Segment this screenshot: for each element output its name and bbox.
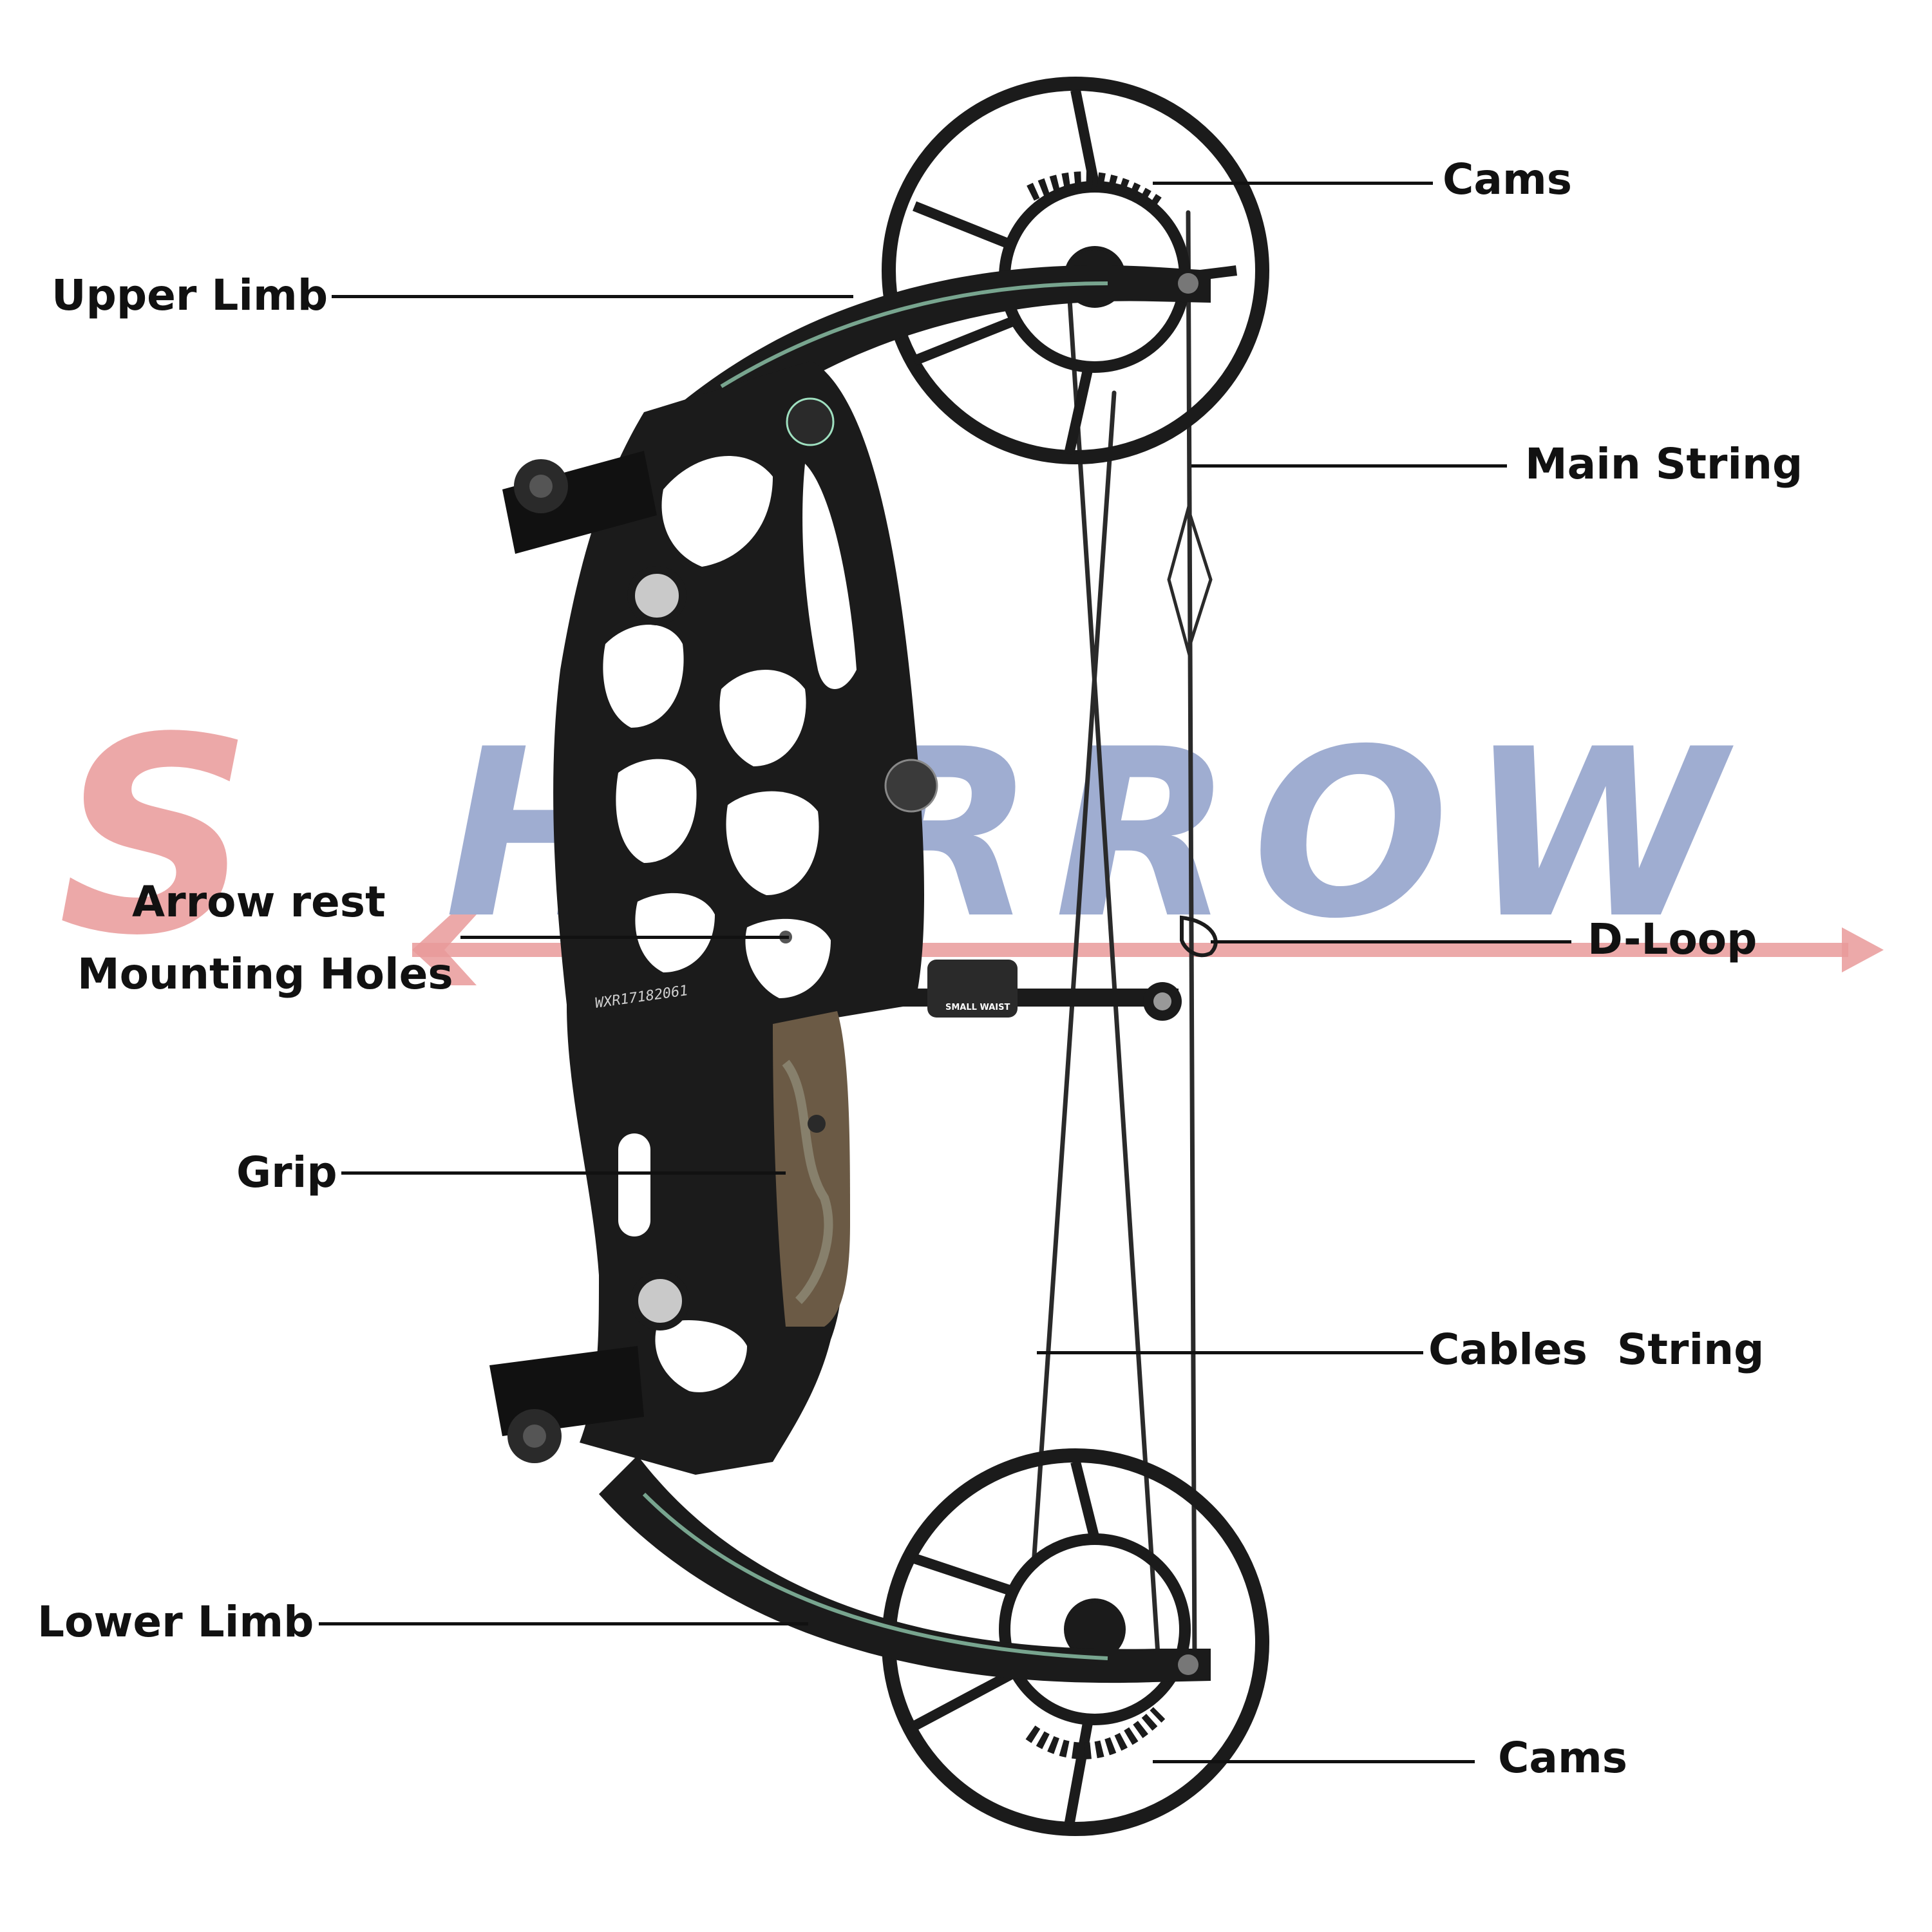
leader-lower-limb xyxy=(319,1622,808,1625)
leader-cams-bottom xyxy=(1153,1760,1475,1763)
watermark-arrow-tail xyxy=(412,914,477,985)
upper-logo-medallion xyxy=(786,397,835,446)
top-cam-wheel xyxy=(882,77,1269,464)
rest-plate: SMALL WAIST xyxy=(902,960,1182,1021)
small-waist-plate xyxy=(927,960,1018,1018)
label-arrow-rest-line2: Mounting Holes xyxy=(77,949,453,999)
lower-bushing xyxy=(630,1271,690,1331)
label-arrow-rest-line1: Arrow rest xyxy=(132,877,386,927)
leader-arrow-rest xyxy=(460,936,789,939)
plate-brand: SMALL WAIST xyxy=(945,1003,1010,1012)
strings xyxy=(1031,210,1213,1677)
label-lower-limb: Lower Limb xyxy=(37,1597,314,1647)
watermark-arrow-head xyxy=(1842,927,1884,972)
lower-limb xyxy=(599,1455,1211,1683)
label-upper-limb: Upper Limb xyxy=(52,270,328,320)
leader-cams-top xyxy=(1153,182,1433,185)
label-d-loop: D-Loop xyxy=(1587,914,1757,964)
label-cables-string: Cables String xyxy=(1428,1325,1765,1374)
cable-string-a xyxy=(1066,287,1162,1677)
upper-limb-pocket xyxy=(502,451,657,554)
main-string xyxy=(1186,210,1197,1664)
leader-cables-string xyxy=(1037,1351,1423,1354)
watermark-letter-s: S xyxy=(58,680,253,995)
riser xyxy=(489,361,938,1475)
leader-d-loop xyxy=(1211,940,1571,943)
leader-main-string xyxy=(1191,464,1507,468)
string-serving xyxy=(1167,503,1213,656)
label-main-string: Main String xyxy=(1525,439,1803,489)
label-cams-top: Cams xyxy=(1443,155,1573,204)
upper-bushing xyxy=(627,566,687,625)
label-grip: Grip xyxy=(236,1148,337,1197)
label-cams-bottom: Cams xyxy=(1498,1733,1628,1783)
skull-medallion xyxy=(884,759,938,813)
d-loop xyxy=(1180,915,1218,958)
leader-grip xyxy=(341,1171,786,1175)
leader-upper-limb xyxy=(332,295,853,298)
cable-string-b xyxy=(1031,390,1117,1567)
